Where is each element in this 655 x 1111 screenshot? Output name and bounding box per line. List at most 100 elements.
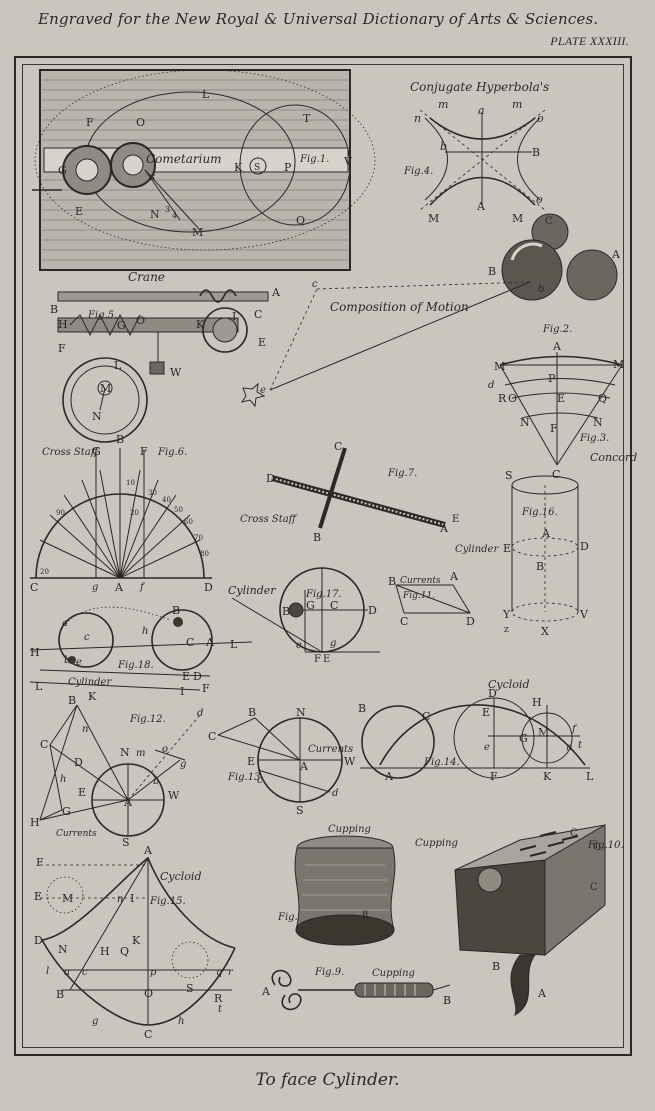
fig1-label: Fig.1. (299, 154, 329, 165)
fig6-cross-staff: Cross Staff B G F C A D g f Fig.6. 20 10… (30, 433, 213, 594)
svg-text:b: b (64, 655, 70, 666)
svg-text:70: 70 (194, 534, 203, 542)
svg-text:g: g (330, 638, 336, 649)
svg-text:L: L (35, 680, 43, 693)
svg-text:N: N (296, 706, 306, 719)
svg-text:a: a (64, 967, 70, 978)
svg-text:90: 90 (56, 509, 65, 517)
fig4-name: Conjugate Hyperbola's (410, 80, 549, 94)
comet-orbit-right (239, 104, 351, 226)
fig6-name: Cross Staff (42, 447, 100, 458)
svg-text:F: F (202, 682, 210, 695)
svg-text:g: g (180, 759, 186, 770)
svg-text:B: B (358, 702, 366, 715)
svg-text:B: B (248, 706, 256, 719)
svg-text:E: E (78, 786, 86, 799)
svg-text:C: C (545, 216, 553, 227)
svg-text:B: B (532, 146, 540, 159)
fig14-cycloid-curve (379, 704, 586, 766)
plate-header: Engraved for the New Royal & Universal D… (0, 0, 655, 56)
svg-text:f: f (139, 582, 146, 593)
svg-text:C: C (400, 615, 408, 628)
svg-text:n: n (82, 724, 88, 735)
svg-text:K: K (234, 161, 243, 174)
fig17-label: Fig.17. (305, 589, 342, 600)
fig2-composition-of-motion: C B A b Fig.2. Composition of Motion c e (240, 213, 621, 408)
svg-text:S: S (296, 804, 304, 817)
fig9-label: Fig.9. (314, 967, 344, 978)
svg-text:N: N (150, 208, 160, 221)
svg-text:m: m (512, 98, 522, 111)
fig8-number: 8. (362, 910, 372, 921)
fig3-name: Concord (590, 451, 637, 464)
svg-text:C: C (570, 828, 578, 839)
svg-text:K: K (132, 934, 141, 947)
sun-marker (249, 157, 267, 175)
svg-text:Q: Q (296, 214, 305, 227)
svg-text:40: 40 (162, 496, 171, 504)
svg-text:B: B (492, 960, 500, 973)
comet-orbit-outer (34, 69, 376, 251)
svg-text:z: z (504, 625, 509, 635)
svg-text:V: V (343, 155, 353, 168)
svg-text:g: g (92, 582, 98, 593)
svg-text:R: R (214, 992, 223, 1005)
fig18-name: Cylinder (68, 677, 112, 688)
fig7-name: Cross Staff (240, 514, 298, 525)
box-handle (510, 954, 536, 1017)
engraving-credit: Engraved for the New Royal & Universal D… (38, 10, 599, 28)
fig4-label: Fig.4. (403, 166, 433, 177)
fig17-cylinder: B G C D e g F E L Fig.17. Cylinder (228, 567, 380, 665)
svg-text:b: b (440, 140, 447, 153)
svg-text:p: p (150, 967, 157, 978)
svg-text:Q: Q (598, 392, 607, 405)
fig5-name: Crane (128, 270, 165, 284)
svg-text:m: m (438, 98, 448, 111)
svg-text:t: t (218, 1004, 223, 1015)
fig15-label: Fig.15. (149, 896, 186, 907)
crane-weight (149, 361, 165, 375)
svg-text:L: L (230, 638, 238, 651)
svg-text:W: W (168, 789, 180, 802)
svg-text:f: f (571, 724, 578, 735)
svg-text:e: e (76, 657, 82, 668)
svg-text:A: A (439, 522, 449, 535)
svg-text:3: 3 (165, 205, 170, 214)
svg-text:80: 80 (200, 550, 209, 558)
fig18-cylinder: B a h c C A H b e E D F L K I Fig.18. Cy… (29, 604, 253, 703)
svg-text:Q: Q (120, 945, 129, 958)
svg-text:W: W (170, 366, 182, 379)
svg-text:I: I (130, 892, 134, 905)
fig5-crane: Crane A B C H G O K I F E L W M N Fig.5. (50, 270, 281, 443)
svg-text:O: O (136, 314, 145, 327)
svg-text:T: T (303, 112, 311, 125)
svg-text:D: D (74, 756, 83, 769)
fig18-circle-right (151, 609, 213, 671)
svg-text:G: G (62, 805, 71, 818)
svg-text:M: M (100, 382, 111, 395)
svg-text:A: A (205, 636, 215, 649)
svg-text:B: B (56, 988, 64, 1001)
fig18-label: Fig.18. (117, 660, 154, 671)
fig8-cupping-glass: Cupping Fig. 8. (277, 824, 396, 946)
svg-text:D: D (488, 687, 497, 700)
fig2-label: Fig.2. (542, 324, 572, 335)
fig7-label: Fig.7. (387, 468, 417, 479)
fig11-name: Currents (400, 576, 441, 586)
svg-text:S: S (254, 163, 260, 173)
svg-text:q: q (216, 967, 222, 978)
svg-text:L: L (114, 359, 122, 372)
svg-text:A: A (114, 581, 124, 594)
svg-text:F: F (58, 342, 66, 355)
svg-text:B: B (116, 433, 124, 446)
svg-text:N: N (92, 410, 102, 423)
box-side (544, 824, 606, 957)
svg-text:F: F (86, 116, 94, 129)
svg-text:d: d (488, 380, 494, 391)
svg-text:o: o (536, 193, 543, 206)
fig13-currents: B N C E A W c S d Fig.13. Currents (208, 706, 356, 817)
svg-text:n: n (117, 894, 123, 905)
fig7-cross-staff: C D B A E Fig.7. Cross Staff (240, 440, 459, 544)
svg-text:G: G (306, 599, 315, 612)
